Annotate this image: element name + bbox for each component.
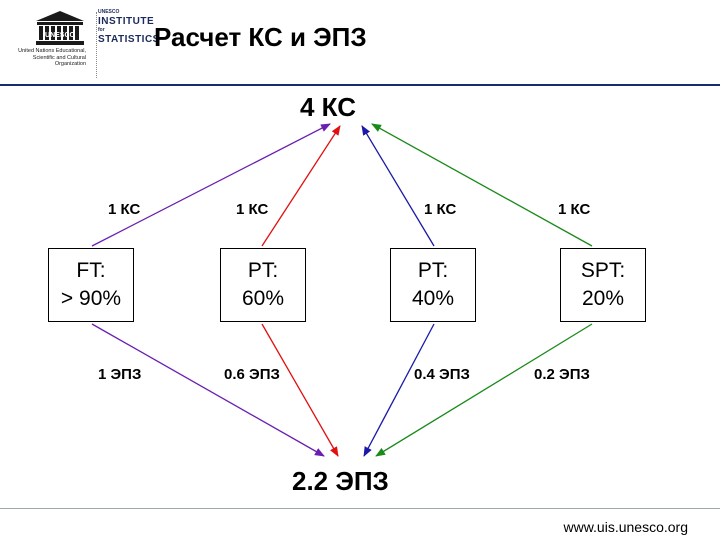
box-pt60: PT: 60% bbox=[220, 248, 306, 322]
box-pt40-line2: 40% bbox=[411, 287, 455, 310]
arrow-spt-to-ezp bbox=[375, 323, 593, 457]
arrow-pt60-to-ks bbox=[261, 125, 341, 247]
arrow-spt-to-ks bbox=[371, 123, 593, 247]
logo-block: UNESCO United Nations Educational, Scien… bbox=[8, 6, 159, 78]
box-spt-line1: SPT: bbox=[580, 259, 626, 282]
uis-logo-line1: UNESCO bbox=[98, 9, 120, 15]
total-ezp-label: 2.2 ЭПЗ bbox=[292, 466, 389, 496]
ezp-label-ft: 1 ЭПЗ bbox=[98, 366, 142, 383]
unesco-subtitle: United Nations Educational, Scientific a… bbox=[18, 48, 86, 67]
box-spt: SPT: 20% bbox=[560, 248, 646, 322]
unesco-logo-icon: UNESCO bbox=[36, 11, 84, 45]
ezp-label-pt40: 0.4 ЭПЗ bbox=[414, 366, 470, 383]
ks-label-pt60: 1 КС bbox=[236, 201, 269, 218]
logo-divider bbox=[96, 12, 97, 78]
arrow-pt60-to-ezp bbox=[261, 323, 339, 457]
box-spt-line2: 20% bbox=[581, 287, 625, 310]
unesco-logo-text: UNESCO bbox=[45, 32, 76, 39]
box-ft-line1: FT: bbox=[76, 259, 106, 282]
box-ft: FT: > 90% bbox=[48, 248, 134, 322]
box-pt40-line1: PT: bbox=[417, 259, 449, 282]
uis-logo-line2: INSTITUTE bbox=[98, 16, 155, 27]
ks-label-pt40: 1 КС bbox=[424, 201, 457, 218]
arrow-pt40-to-ezp bbox=[363, 323, 435, 457]
total-ks-label: 4 КС bbox=[300, 92, 356, 122]
uis-logo-line4: STATISTICS bbox=[98, 34, 160, 45]
box-pt60-line2: 60% bbox=[241, 287, 285, 310]
ezp-label-pt60: 0.6 ЭПЗ bbox=[224, 366, 280, 383]
footer-rule bbox=[0, 508, 720, 509]
box-pt60-line1: PT: bbox=[247, 259, 279, 282]
ks-label-spt: 1 КС bbox=[558, 201, 591, 218]
box-ft-line2: > 90% bbox=[60, 287, 122, 310]
ks-label-ft: 1 КС bbox=[108, 201, 141, 218]
ezp-label-spt: 0.2 ЭПЗ bbox=[534, 366, 590, 383]
header: UNESCO United Nations Educational, Scien… bbox=[0, 0, 720, 86]
box-pt40: PT: 40% bbox=[390, 248, 476, 322]
arrow-ft-to-ezp bbox=[91, 323, 325, 457]
header-rule bbox=[0, 84, 720, 86]
arrow-pt40-to-ks bbox=[361, 125, 435, 247]
arrow-ft-to-ks bbox=[91, 123, 331, 247]
page-title: Расчет КС и ЭПЗ bbox=[154, 22, 367, 52]
footer-url: www.uis.unesco.org bbox=[563, 519, 688, 535]
uis-logo: UNESCO INSTITUTE for STATISTICS bbox=[98, 8, 160, 45]
uis-logo-line3: for bbox=[98, 27, 105, 33]
